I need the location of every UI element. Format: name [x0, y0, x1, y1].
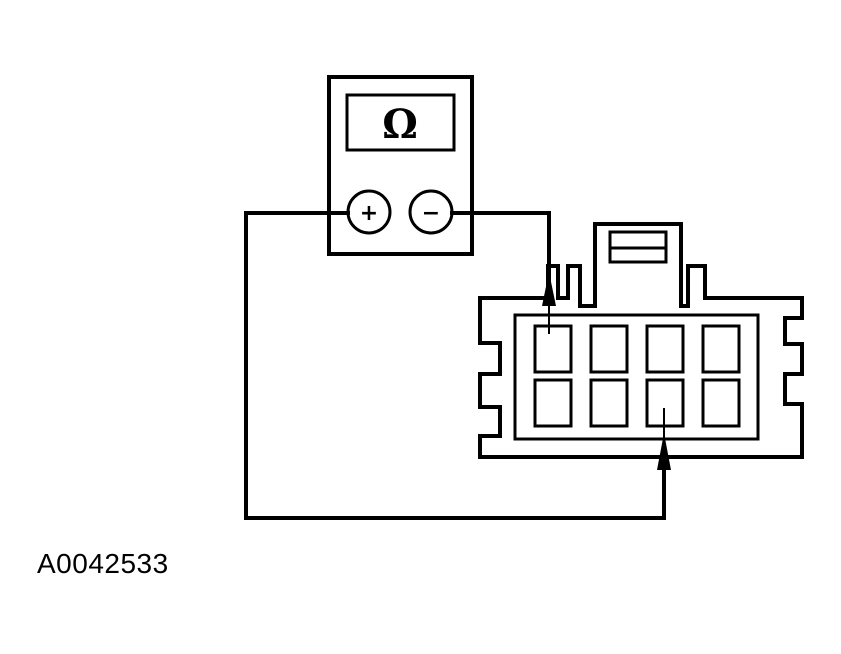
- pin-cavity[interactable]: [589, 378, 629, 428]
- negative-terminal-label: −: [422, 201, 440, 226]
- pin-cavity[interactable]: [589, 324, 629, 374]
- connector-inner-frame: [513, 313, 760, 441]
- pin-cavity[interactable]: [645, 324, 685, 374]
- ohmmeter-body: [327, 75, 474, 256]
- figure-id-label: A0042533: [37, 548, 169, 579]
- positive-probe-tip: [657, 433, 671, 470]
- positive-test-lead: [244, 211, 666, 520]
- positive-probe[interactable]: [657, 408, 671, 470]
- ohmmeter: Ω + −: [327, 75, 474, 256]
- pin-cavity[interactable]: [701, 324, 741, 374]
- connector-housing: [478, 222, 804, 459]
- positive-terminal-label: +: [360, 201, 378, 226]
- negative-probe[interactable]: [542, 272, 556, 334]
- pin-grid: [533, 324, 741, 428]
- pin-cavity[interactable]: [533, 378, 573, 428]
- ohm-symbol: Ω: [382, 101, 418, 148]
- pin-cavity[interactable]: [533, 324, 573, 374]
- ohmmeter-display: [345, 93, 456, 152]
- electrical-connector: [478, 222, 804, 459]
- negative-test-lead: [450, 211, 551, 282]
- negative-probe-tip: [542, 272, 556, 306]
- pin-cavity[interactable]: [701, 378, 741, 428]
